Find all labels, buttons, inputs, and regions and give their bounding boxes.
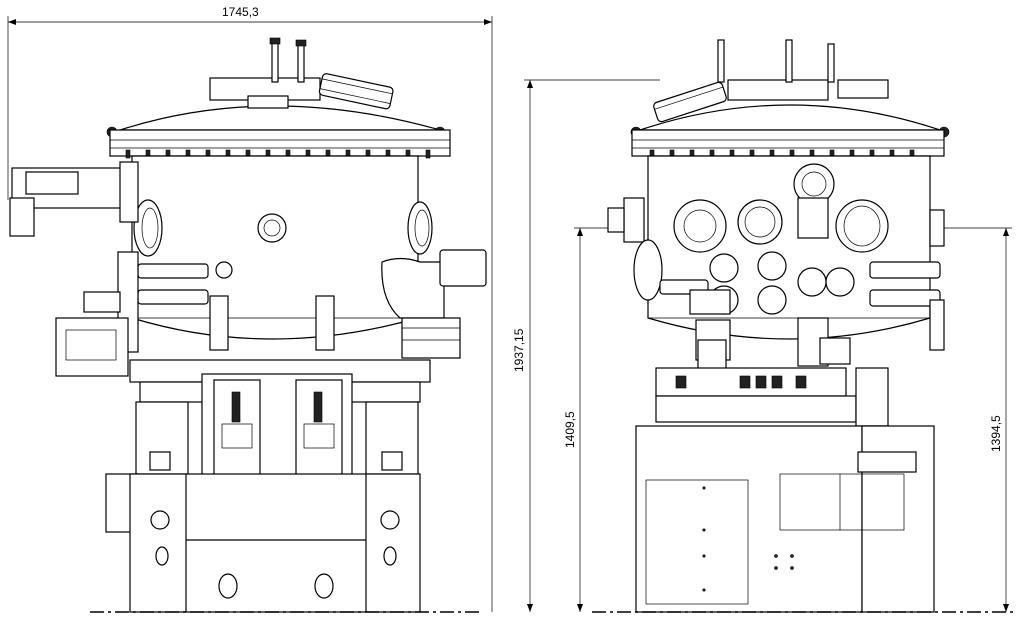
right-port-height-label: 1394,5 [989, 415, 1003, 452]
front-top-rod-2 [297, 41, 305, 83]
front-control-box [55, 317, 129, 377]
front-left-side-port [133, 199, 163, 257]
side-top-rod-3 [827, 43, 835, 83]
side-top-rod-1 [717, 39, 725, 83]
side-instrument-rail [655, 367, 847, 397]
front-tilted-port-flange [318, 73, 394, 110]
front-feedthrough-tube-2 [315, 295, 335, 351]
side-rail-connectors [675, 375, 807, 389]
side-right-port-flange [929, 209, 945, 247]
side-port-small-1 [709, 253, 739, 283]
front-chamber-body [131, 155, 419, 340]
overall-height-label: 1937,15 [512, 328, 526, 372]
front-main-flange [109, 129, 451, 157]
front-center-viewport [257, 213, 287, 243]
side-access-panel-1 [645, 479, 749, 605]
front-width-label: 1745,3 [222, 5, 259, 19]
side-left-port-flange [623, 197, 645, 243]
side-left-lower-port [633, 239, 663, 301]
side-top-flange [727, 79, 829, 101]
front-base-stand [129, 473, 421, 613]
front-feedthrough-tube-1 [209, 295, 229, 351]
side-port-large-left [673, 199, 727, 253]
side-access-panel-2 [779, 473, 905, 531]
side-handle-box [857, 451, 917, 473]
side-flange-bolts [649, 149, 915, 159]
side-dome-lid [639, 104, 941, 131]
left-port-height-label: 1409,5 [563, 411, 577, 448]
front-top-rod-1 [271, 39, 279, 83]
front-right-side-port [407, 201, 433, 255]
side-port-small-2 [757, 251, 787, 281]
front-flange-bolts [125, 149, 431, 159]
side-port-small-6 [757, 285, 787, 315]
side-base-stand [635, 425, 863, 613]
side-top-rod-2 [785, 39, 793, 83]
front-dome-lid [119, 105, 441, 131]
front-right-elbow-port [381, 257, 445, 319]
side-right-valves [869, 261, 945, 351]
front-right-flange-stack [401, 317, 461, 359]
front-view: 1745,3 [7, 5, 493, 613]
side-view: 1937,15 1409,5 1394,5 [512, 39, 1016, 613]
side-port-blank-1 [737, 199, 783, 245]
side-port-small-4 [825, 267, 855, 297]
side-port-large-right [835, 199, 889, 253]
front-left-valves [83, 251, 209, 353]
side-main-flange [631, 129, 945, 157]
front-small-port [215, 261, 233, 279]
side-port-small-3 [797, 267, 827, 297]
